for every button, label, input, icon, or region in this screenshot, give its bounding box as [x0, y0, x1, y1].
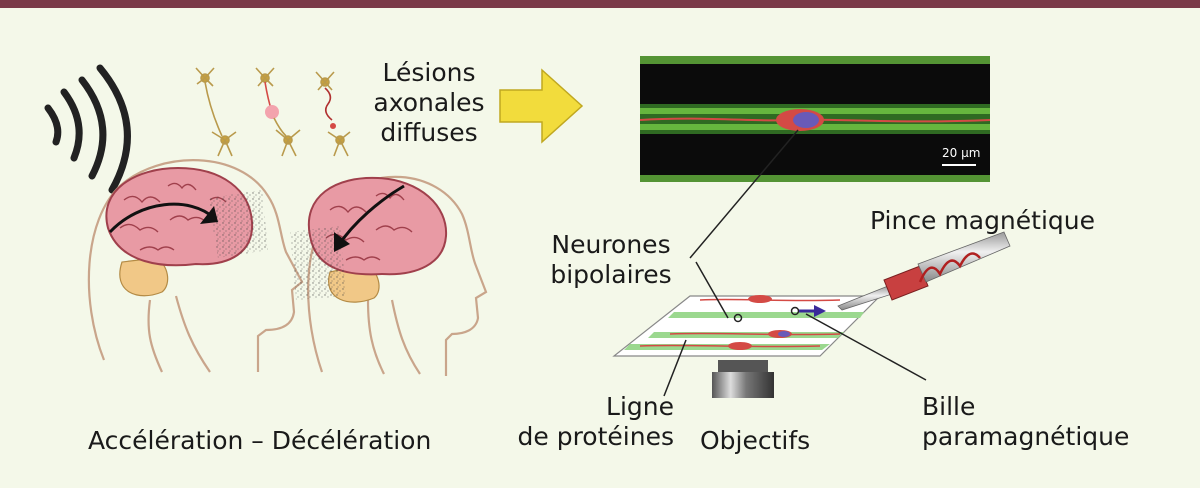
leader-lines: [663, 261, 927, 397]
label-neurones-line-1: Neurones: [551, 230, 671, 259]
label-bille-line-2: paramagnétique: [922, 422, 1130, 451]
head-icon: [87, 159, 304, 373]
label-lesions-line-3: diffuses: [380, 118, 478, 147]
top-bar: [0, 0, 1200, 8]
label-lesions: Lésions axonales diffuses: [370, 58, 488, 148]
brain-icon: [105, 166, 268, 297]
objective-lens-icon: [712, 360, 774, 398]
right-arrow-icon: [499, 68, 584, 144]
label-pince: Pince magnétique: [870, 206, 1095, 235]
label-neurones-line-2: bipolaires: [550, 260, 672, 289]
glass-slide: [612, 295, 882, 357]
brain-icon: [290, 176, 448, 303]
micrograph: [639, 56, 991, 182]
label-lesions-line-2: axonales: [373, 88, 485, 117]
label-lesions-line-1: Lésions: [382, 58, 476, 87]
label-neurones: Neurones bipolaires: [536, 230, 686, 290]
scale-bar-label: 20 µm: [942, 146, 981, 160]
label-ligne-line-1: Ligne: [606, 392, 674, 421]
label-bille-line-1: Bille: [922, 392, 976, 421]
neuron-icon: [195, 67, 351, 157]
label-objectifs: Objectifs: [700, 426, 811, 455]
label-ligne-line-2: de protéines: [517, 422, 674, 451]
impact-waves-icon: [44, 64, 131, 194]
label-ligne: Ligne de protéines: [510, 392, 674, 452]
magnetic-tweezer-icon: [837, 231, 1011, 311]
label-bille: Bille paramagnétique: [922, 392, 1129, 452]
label-acceleration: Accélération – Décélération: [88, 426, 432, 455]
